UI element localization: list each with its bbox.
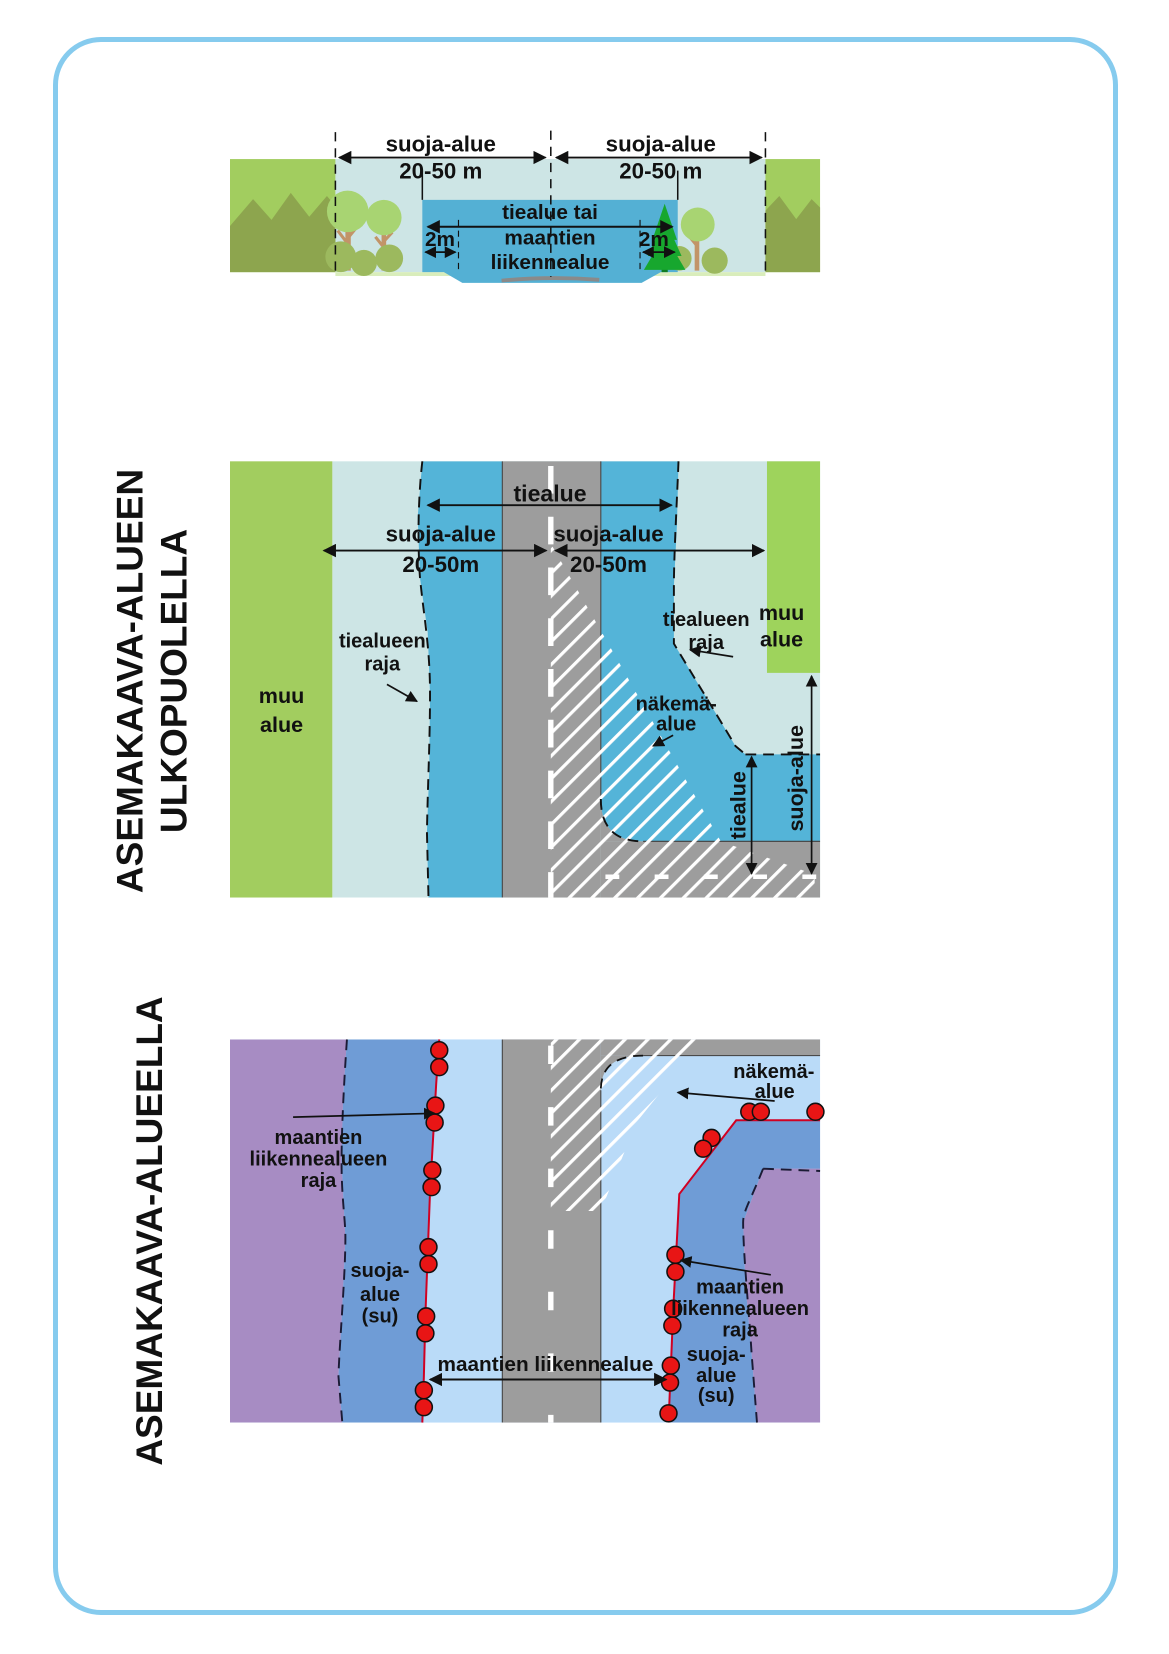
- muu-alue-right-1: muu: [759, 601, 804, 625]
- sight-area-hatch: [550, 1039, 704, 1211]
- suoja-alue-label-left: suoja-alue: [386, 131, 496, 156]
- section-title-line2: ULKOPUOLELLA: [153, 528, 194, 834]
- raja-right-3: raja: [722, 1319, 758, 1341]
- suoja-su-right-2: alue: [696, 1365, 736, 1387]
- raja-right-2: liikennealueen: [671, 1298, 809, 1320]
- suoja-su-left-2: alue: [360, 1284, 400, 1306]
- suoja-alue-label-right: suoja-alue: [606, 131, 716, 156]
- suoja-alue-label-left: suoja-alue: [386, 521, 496, 546]
- road-area-boundary-left: [417, 461, 431, 898]
- sight-area-hatch: [550, 543, 815, 898]
- road-surface: [501, 276, 600, 283]
- nakema-pointer: [676, 1087, 775, 1102]
- suoja-su-right-1: suoja-: [687, 1344, 746, 1366]
- dimension-label-right: 20-50 m: [619, 158, 702, 183]
- tiealueen-raja-pointer-right: [688, 645, 734, 658]
- dimension-label-left: 20-50m: [402, 552, 479, 577]
- other-area-boundary-left: [337, 1039, 348, 1423]
- dimension-label-right: 20-50m: [570, 552, 647, 577]
- muu-alue-left-1: muu: [259, 684, 304, 708]
- suoja-su-right-3: (su): [698, 1385, 735, 1407]
- other-area-right: [766, 461, 821, 673]
- raja-pointer-right: [679, 1256, 771, 1276]
- tiealueen-raja-right-2: raja: [688, 632, 724, 654]
- section-title-inside-plan: ASEMAKAAVA-ALUEELLA: [128, 996, 172, 1465]
- nakema-pointer: [652, 734, 674, 747]
- suoja-alue-vertical-label: suoja-alue: [784, 725, 808, 832]
- tiealueen-raja-left-1: tiealueen: [339, 630, 426, 652]
- tiealue-vertical-label: tiealue: [726, 771, 750, 839]
- other-area-boundary-right: [742, 1167, 821, 1423]
- page-border-frame: [53, 37, 1118, 1615]
- nakema-alue-2: alue: [656, 714, 696, 736]
- other-area-left: [230, 461, 333, 898]
- tiealueen-raja-left-2: raja: [365, 654, 401, 676]
- road-area-west: [417, 461, 503, 898]
- section-title-outside-plan: ASEMAKAAVA-ALUEEN ULKOPUOLELLA: [108, 469, 195, 893]
- section-title-line1: ASEMAKAAVA-ALUEELLA: [129, 996, 171, 1466]
- nakema-alue-1: näkemä-: [636, 694, 717, 716]
- inside-plan-panel: näkemä- alue maantien liikennealueen raj…: [230, 1039, 825, 1423]
- road-area-boundary-right: [672, 461, 747, 756]
- section-title-line1: ASEMAKAAVA-ALUEEN: [109, 468, 151, 894]
- road-area-label-2: maantien: [504, 226, 595, 249]
- raja-right-1: maantien: [696, 1276, 784, 1298]
- traffic-area-boundary-left: [421, 1039, 441, 1423]
- liikennealue-label: maantien liikennealue: [438, 1353, 654, 1376]
- road-area-label-3: liikennealue: [491, 251, 610, 274]
- road-area-boundary-corner: [599, 799, 644, 843]
- forest-mountains-right: [765, 195, 821, 273]
- raja-left-1: maantien: [275, 1127, 363, 1149]
- deciduous-trees-left: [325, 190, 404, 277]
- tiealueen-raja-pointer-left: [386, 683, 418, 703]
- suoja-su-left-1: suoja-: [351, 1260, 410, 1282]
- muu-alue-right-2: alue: [760, 628, 803, 652]
- muu-alue-left-2: alue: [260, 713, 303, 737]
- suoja-alue-label-right: suoja-alue: [553, 521, 663, 546]
- nakema-alue-2: alue: [755, 1081, 795, 1103]
- tiealue-label: tiealue: [514, 480, 587, 506]
- boundary-markers: [414, 1040, 825, 1423]
- forest-mountains-left: [230, 192, 336, 273]
- outside-plan-panel: tiealue suoja-alue suoja-alue 20-50m 20-…: [230, 461, 821, 898]
- other-area-right: [743, 1168, 821, 1423]
- nakema-alue-1: näkemä-: [733, 1061, 814, 1083]
- margin-label-left: 2m: [425, 228, 455, 251]
- road-area-label-1: tiealue tai: [502, 201, 598, 224]
- raja-left-2: liikennealueen: [250, 1149, 388, 1171]
- raja-pointer-left: [293, 1107, 436, 1120]
- tiealueen-raja-right-1: tiealueen: [663, 609, 750, 631]
- raja-left-3: raja: [301, 1170, 337, 1192]
- cross-section-panel: suoja-alue suoja-alue 20-50 m 20-50 m ti…: [230, 130, 821, 283]
- protection-strip-left: [338, 1039, 440, 1423]
- margin-label-right: 2m: [639, 228, 669, 251]
- suoja-su-left-3: (su): [362, 1306, 399, 1328]
- corner-boundary-dashed: [599, 1054, 644, 1091]
- other-area-left: [230, 1039, 347, 1423]
- dimension-label-left: 20-50 m: [399, 158, 482, 183]
